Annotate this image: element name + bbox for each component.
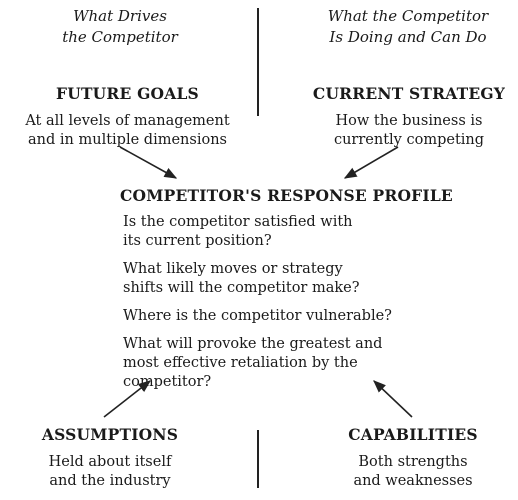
current-strategy-line2: currently competing bbox=[333, 132, 485, 148]
header-left-line1: What Drives bbox=[73, 7, 167, 25]
bottom-divider-line bbox=[257, 430, 259, 488]
future-goals-title: FUTURE GOALS bbox=[56, 84, 199, 103]
question-satisfied: Is the competitor satisfied with its cur… bbox=[123, 213, 423, 251]
future-goals-block: FUTURE GOALS At all levels of management… bbox=[10, 84, 245, 150]
header-right-line2: Is Doing and Can Do bbox=[329, 28, 487, 46]
question-moves: What likely moves or strategy shifts wil… bbox=[123, 260, 423, 298]
capabilities-line2: and weaknesses bbox=[353, 473, 473, 489]
question-vulnerable: Where is the competitor vulnerable? bbox=[123, 307, 423, 326]
header-left-line2: the Competitor bbox=[62, 28, 178, 46]
assumptions-block: ASSUMPTIONS Held about itself and the in… bbox=[10, 425, 210, 491]
header-left: What Drives the Competitor bbox=[40, 6, 200, 48]
question-satisfied-line1: Is the competitor satisfied with bbox=[123, 214, 353, 230]
current-strategy-desc: How the business is currently competing bbox=[290, 112, 518, 150]
capabilities-desc: Both strengths and weaknesses bbox=[318, 453, 508, 491]
question-vulnerable-line1: Where is the competitor vulnerable? bbox=[123, 308, 392, 324]
top-divider-line bbox=[257, 8, 259, 116]
question-retaliation-line2: most effective retaliation by the bbox=[123, 355, 358, 371]
question-retaliation-line1: What will provoke the greatest and bbox=[123, 336, 383, 352]
future-goals-desc: At all levels of management and in multi… bbox=[10, 112, 245, 150]
header-right: What the Competitor Is Doing and Can Do bbox=[298, 6, 518, 48]
assumptions-desc: Held about itself and the industry bbox=[10, 453, 210, 491]
current-strategy-block: CURRENT STRATEGY How the business is cur… bbox=[290, 84, 518, 150]
arrow-capabilities bbox=[373, 380, 413, 418]
arrow-assumptions bbox=[103, 380, 152, 418]
question-satisfied-line2: its current position? bbox=[123, 233, 272, 249]
current-strategy-title: CURRENT STRATEGY bbox=[312, 84, 506, 103]
capabilities-block: CAPABILITIES Both strengths and weakness… bbox=[318, 425, 508, 491]
question-moves-line2: shifts will the competitor make? bbox=[123, 280, 360, 296]
question-retaliation: What will provoke the greatest and most … bbox=[123, 335, 423, 392]
arrow-future-goals bbox=[119, 146, 178, 179]
header-right-line1: What the Competitor bbox=[327, 7, 489, 25]
capabilities-title: CAPABILITIES bbox=[348, 425, 478, 444]
assumptions-line1: Held about itself bbox=[48, 454, 172, 470]
profile-title: COMPETITOR'S RESPONSE PROFILE bbox=[120, 186, 453, 205]
assumptions-line2: and the industry bbox=[49, 473, 171, 489]
future-goals-line1: At all levels of management bbox=[25, 113, 230, 129]
profile-questions: Is the competitor satisfied with its cur… bbox=[123, 213, 423, 392]
current-strategy-line1: How the business is bbox=[335, 113, 483, 129]
assumptions-title: ASSUMPTIONS bbox=[41, 425, 179, 444]
capabilities-line1: Both strengths bbox=[358, 454, 468, 470]
arrow-current-strategy bbox=[343, 146, 399, 179]
question-moves-line1: What likely moves or strategy bbox=[123, 261, 343, 277]
future-goals-line2: and in multiple dimensions bbox=[28, 132, 227, 148]
